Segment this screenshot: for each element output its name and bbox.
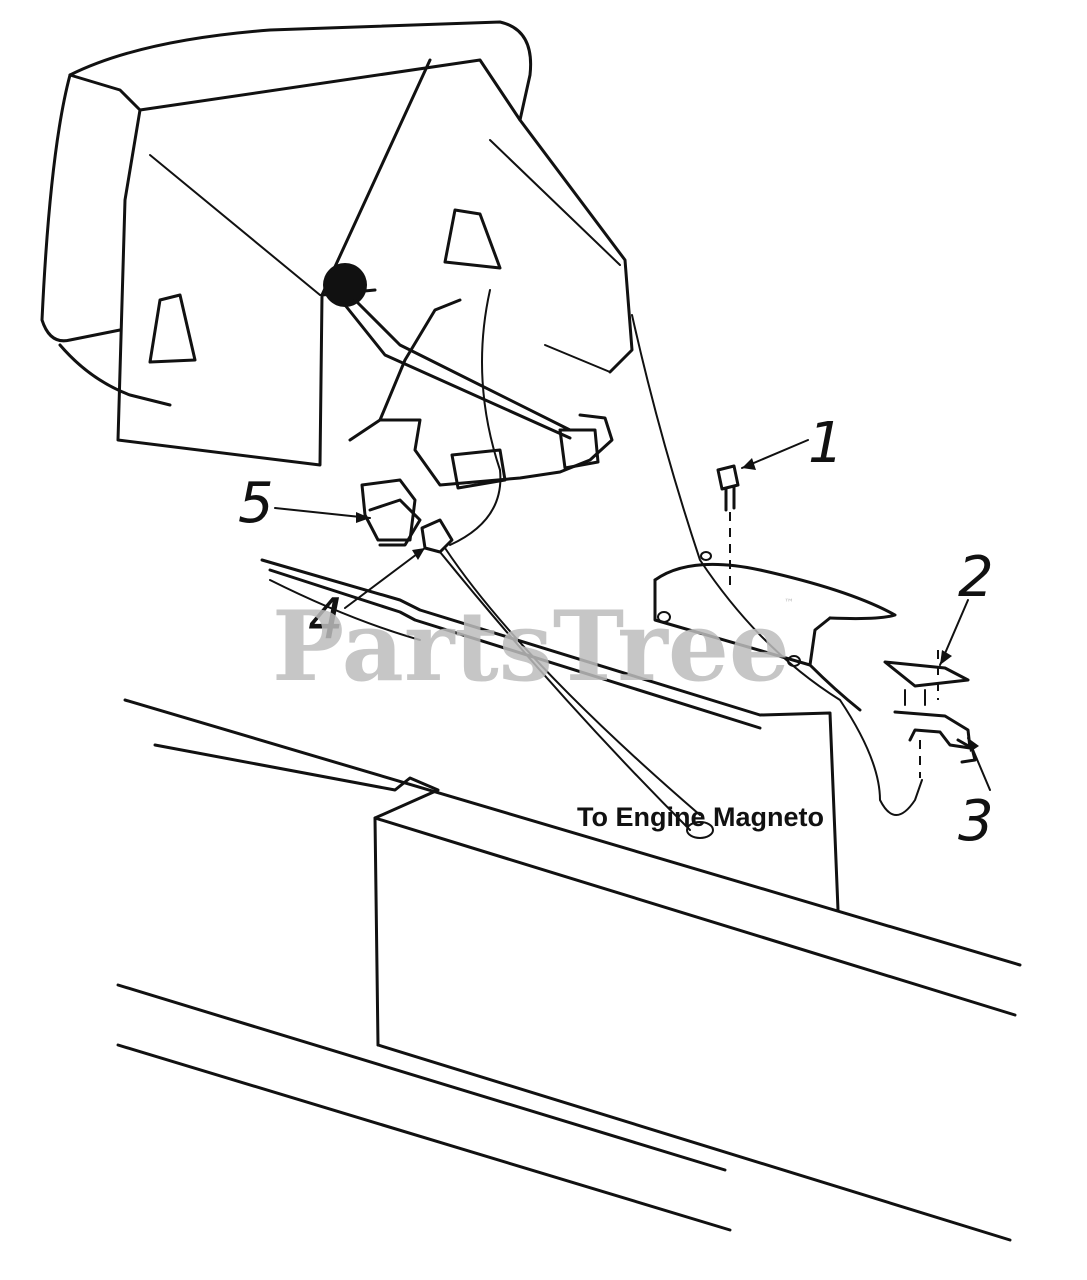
callout-leaders [274, 439, 991, 791]
callout-3: 3 [958, 789, 994, 854]
switch-assembly [360, 478, 714, 839]
ring-terminal-icon [686, 821, 714, 839]
mower-deck-front [116, 698, 1022, 1242]
callout-1: 1 [808, 411, 844, 476]
bolt-icon [716, 464, 740, 590]
watermark-trademark: ™ [784, 598, 794, 609]
callout-5: 5 [238, 471, 274, 536]
bracket-icon [893, 710, 977, 778]
callout-4: 4 [308, 587, 344, 652]
grass-catcher-bag [40, 20, 634, 467]
knob-icon [323, 263, 367, 307]
mounting-plate-icon [883, 650, 970, 706]
mower-deck-top [260, 558, 840, 912]
callout-2: 2 [958, 545, 994, 610]
watermark-text: PartsTree [272, 590, 790, 703]
wire-harness [631, 314, 923, 816]
lever-assembly [323, 263, 614, 546]
engine-magneto-label: To Engine Magneto [577, 802, 824, 832]
deflector-bracket [653, 551, 897, 712]
